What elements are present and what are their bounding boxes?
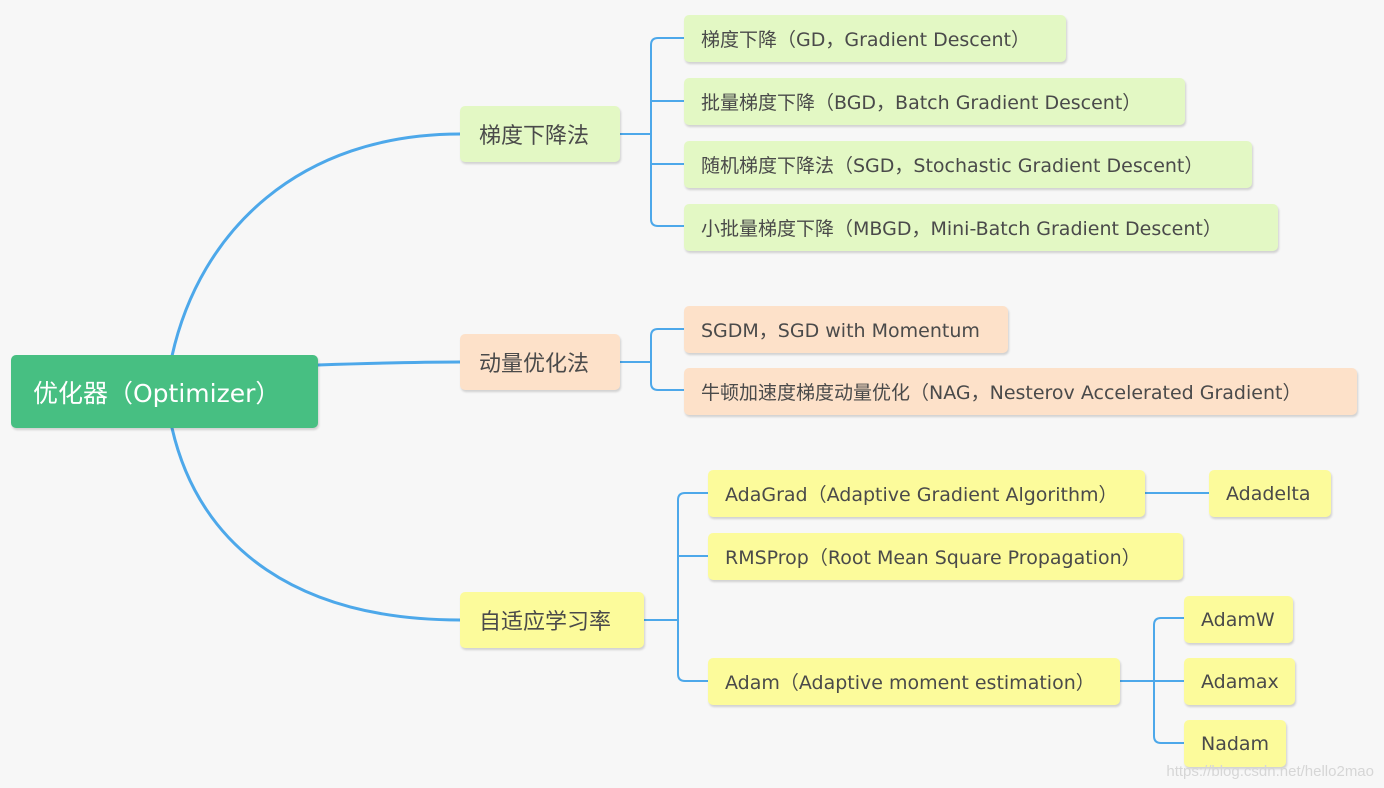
leaf-adadelta[interactable]: Adadelta	[1209, 470, 1331, 517]
connector-root-gradient	[170, 132, 462, 358]
root-node[interactable]: 优化器（Optimizer）	[11, 355, 318, 428]
leaf-gd[interactable]: 梯度下降（GD，Gradient Descent）	[684, 15, 1066, 62]
leaf-mbgd[interactable]: 小批量梯度下降（MBGD，Mini-Batch Gradient Descent…	[684, 204, 1278, 251]
leaf-adam[interactable]: Adam（Adaptive moment estimation）	[708, 658, 1120, 705]
leaf-sgdm[interactable]: SGDM，SGD with Momentum	[684, 306, 1008, 353]
connector-adam-bracket	[1120, 617, 1184, 744]
branch-momentum[interactable]: 动量优化法	[460, 334, 620, 390]
connector-root-momentum	[316, 360, 462, 367]
leaf-rmsprop[interactable]: RMSProp（Root Mean Square Propagation）	[708, 533, 1183, 580]
connector-root-adaptive	[170, 426, 462, 622]
leaf-nadam[interactable]: Nadam	[1184, 720, 1286, 767]
leaf-adamw[interactable]: AdamW	[1184, 596, 1293, 643]
branch-gradient-descent[interactable]: 梯度下降法	[460, 106, 620, 162]
leaf-adagrad[interactable]: AdaGrad（Adaptive Gradient Algorithm）	[708, 470, 1145, 517]
connector-gradient-bracket	[620, 37, 684, 227]
connector-momentum-bracket	[620, 328, 684, 391]
leaf-bgd[interactable]: 批量梯度下降（BGD，Batch Gradient Descent）	[684, 78, 1185, 125]
watermark: https://blog.csdn.net/hello2mao	[1166, 763, 1374, 780]
leaf-sgd[interactable]: 随机梯度下降法（SGD，Stochastic Gradient Descent）	[684, 141, 1252, 188]
leaf-nag[interactable]: 牛顿加速度梯度动量优化（NAG，Nesterov Accelerated Gra…	[684, 368, 1357, 415]
leaf-adamax[interactable]: Adamax	[1184, 658, 1295, 705]
connector-adaptive-bracket	[644, 492, 708, 682]
branch-adaptive-lr[interactable]: 自适应学习率	[460, 592, 644, 648]
